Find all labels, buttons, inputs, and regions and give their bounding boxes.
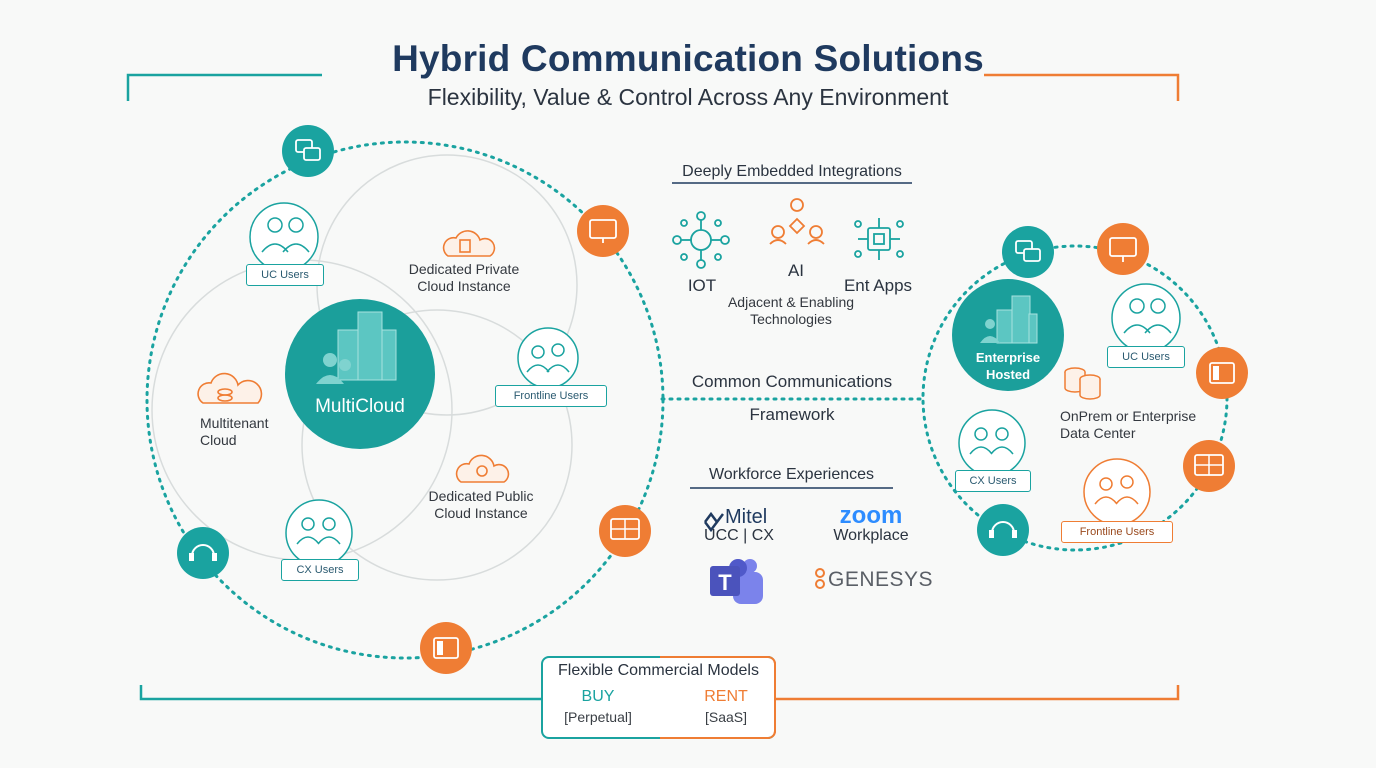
- private-cloud-icon: [442, 230, 496, 257]
- footer-line-left: [139, 685, 541, 701]
- node-screen-top: [577, 205, 629, 257]
- database-icon: [1064, 367, 1101, 400]
- multitenant-cloud-icon: [197, 372, 263, 404]
- frontline-users-icon: [517, 327, 579, 389]
- node-chat-right: [1002, 226, 1054, 278]
- iot-icon: [672, 211, 730, 269]
- buy-sub: [Perpetual]: [564, 709, 632, 725]
- people-icon: [316, 353, 351, 384]
- frontline-users-right-icon: [1083, 458, 1151, 526]
- venn-circle-bottom: [301, 309, 573, 581]
- enterprise-hosted-label: Enterprise Hosted: [975, 350, 1041, 382]
- multicloud-label: MultiCloud: [315, 396, 405, 417]
- node-phone-right: [1196, 347, 1248, 399]
- workforce-heading: Workforce Experiences: [708, 466, 875, 483]
- private-cloud-label: Dedicated Private Cloud Instance: [408, 261, 520, 294]
- cx-users-right-label: CX Users: [955, 470, 1031, 492]
- uc-users-right-label: UC Users: [1107, 346, 1185, 368]
- public-cloud-icon: [455, 454, 510, 483]
- framework-line2: Framework: [749, 405, 835, 424]
- node-screen-right: [1097, 223, 1149, 275]
- cx-users-label: CX Users: [281, 559, 359, 581]
- cx-users-icon: [285, 499, 353, 567]
- header-bracket-left: [126, 73, 322, 101]
- ent-apps-icon: [854, 218, 904, 260]
- buy-label: BUY: [581, 688, 615, 705]
- commercial-box-right-accent: [660, 656, 776, 739]
- commercial-box: [541, 656, 776, 739]
- node-video-mid: [599, 505, 651, 557]
- node-video-right: [1183, 440, 1235, 492]
- ai-label: AI: [787, 261, 805, 280]
- integrations-heading: Deeply Embedded Integrations: [682, 163, 902, 180]
- mitel-sub: UCC | CX: [704, 527, 774, 544]
- rent-sub: [SaaS]: [704, 709, 748, 725]
- zoom-sub: Workplace: [833, 527, 909, 544]
- right-dotted-ring: [921, 244, 1229, 552]
- page-subtitle: Flexibility, Value & Control Across Any …: [427, 84, 949, 110]
- rent-label: RENT: [704, 688, 748, 705]
- onprem-label: OnPrem or Enterprise Data Center: [1060, 408, 1197, 441]
- ent-apps-label: Ent Apps: [843, 276, 913, 295]
- zoom-name: zoom: [839, 502, 903, 529]
- public-cloud-label: Dedicated Public Cloud Instance: [428, 488, 534, 521]
- mitel-logo-icon: [704, 511, 724, 533]
- genesys-logo-icon: [815, 568, 825, 589]
- uc-users-label: UC Users: [246, 264, 324, 286]
- frontline-users-right-label: Frontline Users: [1061, 521, 1173, 543]
- uc-users-right-icon: [1111, 283, 1181, 353]
- genesys-name: GENESYS: [828, 568, 934, 591]
- footer-line-right: [776, 685, 1180, 701]
- header-bracket-right: [984, 73, 1180, 101]
- adjacent-label: Adjacent & Enabling Technologies: [727, 294, 855, 327]
- cx-users-right-icon: [958, 409, 1026, 477]
- node-chat-top: [282, 125, 334, 177]
- commercial-heading: Flexible Commercial Models: [558, 662, 759, 679]
- node-headset-right: [977, 504, 1029, 556]
- framework-line1: Common Communications: [691, 372, 893, 391]
- page-title: Hybrid Communication Solutions: [392, 38, 984, 79]
- mitel-name: Mitel: [725, 506, 768, 528]
- iot-label: IOT: [687, 276, 717, 295]
- multitenant-label: Multitenant Cloud: [200, 415, 269, 448]
- uc-users-icon: [249, 202, 319, 272]
- ai-icon: [769, 198, 825, 245]
- svg-text:T: T: [718, 570, 732, 595]
- teams-logo-icon: T: [710, 559, 763, 604]
- frontline-users-label: Frontline Users: [495, 385, 607, 407]
- node-phone-bottom: [420, 622, 472, 674]
- node-headset-left: [177, 527, 229, 579]
- enterprise-building-icon: [996, 295, 1038, 344]
